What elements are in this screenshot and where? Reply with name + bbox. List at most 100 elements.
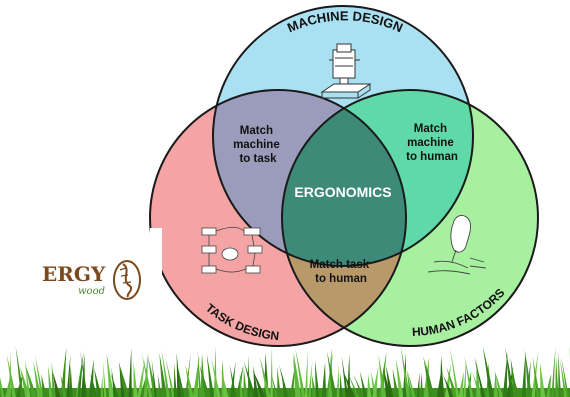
grass-blade bbox=[243, 367, 248, 397]
grass-blade bbox=[60, 374, 67, 397]
grass-blade bbox=[464, 356, 474, 397]
grass-blade bbox=[80, 350, 88, 397]
grass-blade bbox=[370, 371, 378, 397]
grass-decoration bbox=[0, 345, 570, 397]
grass-blade bbox=[69, 364, 73, 397]
match-task-to-human-label: Match task to human bbox=[310, 259, 373, 285]
grass-blade bbox=[458, 371, 465, 397]
svg-text:wood: wood bbox=[78, 286, 105, 297]
grass-blade bbox=[348, 374, 359, 397]
grass-blade bbox=[277, 367, 281, 397]
grass-blade bbox=[34, 355, 44, 397]
grass-blade bbox=[151, 359, 157, 397]
grass-blade bbox=[558, 351, 562, 397]
machine-circle-outline bbox=[212, 5, 474, 267]
grass-blade bbox=[311, 374, 317, 397]
grass-blade bbox=[133, 362, 138, 397]
grass-blade bbox=[406, 370, 412, 397]
grass-blade bbox=[76, 361, 83, 397]
grass-blade bbox=[165, 357, 175, 397]
left-edge-mask bbox=[150, 228, 162, 298]
head-anatomy-icon bbox=[427, 215, 487, 275]
grass-blade bbox=[561, 356, 569, 397]
svg-text:ERGY: ERGY bbox=[42, 262, 106, 286]
grass-blade bbox=[425, 360, 435, 397]
ergonomics-label: ERGONOMICS bbox=[294, 184, 391, 200]
human-circle-outline bbox=[281, 89, 539, 347]
grass-blade bbox=[100, 374, 103, 397]
grass-blade bbox=[211, 357, 221, 397]
grass-blade bbox=[51, 361, 56, 397]
grass-blade bbox=[137, 358, 146, 397]
grass-blade bbox=[90, 373, 98, 397]
grass-blade bbox=[379, 351, 387, 397]
grass-blade bbox=[444, 363, 451, 397]
grass-blade bbox=[193, 356, 200, 397]
grass-blade bbox=[41, 373, 47, 397]
grass-blade bbox=[52, 371, 61, 397]
grass-blade bbox=[289, 365, 296, 397]
grass-blade bbox=[524, 349, 533, 397]
grass-blade bbox=[176, 362, 185, 397]
grass-blade bbox=[314, 360, 320, 397]
grass-blade bbox=[199, 365, 210, 397]
grass-blade bbox=[449, 347, 459, 397]
grass-blade bbox=[551, 346, 556, 397]
grass-blade bbox=[102, 360, 107, 397]
grass-blade bbox=[463, 358, 467, 397]
grass-blade bbox=[308, 361, 313, 397]
grass-blade bbox=[239, 373, 243, 397]
grass-blade bbox=[539, 362, 546, 397]
grass-blade bbox=[185, 364, 194, 397]
ergywood-logo: ERGY wood bbox=[42, 260, 141, 300]
grass-blade bbox=[6, 354, 16, 397]
grass-blade bbox=[439, 355, 445, 397]
task-circle-outline bbox=[149, 89, 407, 347]
grass-blade bbox=[174, 362, 177, 397]
grass-blade bbox=[259, 356, 271, 397]
grass-blade bbox=[494, 369, 503, 397]
grass-blade bbox=[252, 369, 266, 397]
grass-blade bbox=[367, 374, 372, 397]
grass-blade bbox=[161, 350, 170, 397]
ergonomics-center-region bbox=[282, 90, 406, 266]
grass-blade bbox=[235, 364, 244, 397]
grass-blade bbox=[321, 362, 327, 397]
spine-icon bbox=[113, 260, 141, 300]
grass-blade bbox=[157, 373, 162, 397]
grass-blade bbox=[66, 354, 71, 397]
grass-blade bbox=[472, 371, 481, 397]
grass-blade bbox=[420, 372, 424, 397]
grass-blade bbox=[353, 374, 364, 397]
grass-blade bbox=[559, 358, 567, 397]
grass-blade bbox=[521, 351, 526, 397]
grass-blade bbox=[342, 370, 355, 397]
grass-blade bbox=[446, 367, 458, 397]
grass-blade bbox=[270, 346, 273, 397]
grass-blade bbox=[118, 362, 130, 397]
grass-blade bbox=[502, 352, 508, 397]
machine-drawing-icon bbox=[320, 43, 372, 99]
match-machine-to-human-label: Match machine to human bbox=[406, 123, 458, 163]
grass-blade bbox=[304, 351, 308, 397]
grass-blade bbox=[48, 365, 53, 397]
grass-blade bbox=[385, 365, 394, 397]
grass-blade bbox=[339, 372, 343, 397]
grass-blade bbox=[392, 368, 400, 397]
grass-blade bbox=[482, 345, 494, 397]
grass-blade bbox=[141, 353, 153, 397]
grass-blade bbox=[378, 354, 387, 397]
grass-blade bbox=[197, 350, 202, 397]
grass-blade bbox=[511, 370, 520, 397]
grass-blade bbox=[395, 358, 404, 397]
grass-blade bbox=[15, 346, 24, 397]
grass-blade bbox=[0, 377, 5, 397]
grass-blade bbox=[279, 365, 289, 397]
grass-blade bbox=[243, 361, 256, 397]
grass-blade bbox=[532, 356, 540, 397]
grass-blade bbox=[545, 373, 551, 397]
match-machine-to-task-label: Match machine to task bbox=[233, 125, 283, 165]
grass-blade bbox=[25, 364, 37, 397]
grass-blade bbox=[293, 351, 302, 397]
grass-blade bbox=[336, 364, 339, 397]
